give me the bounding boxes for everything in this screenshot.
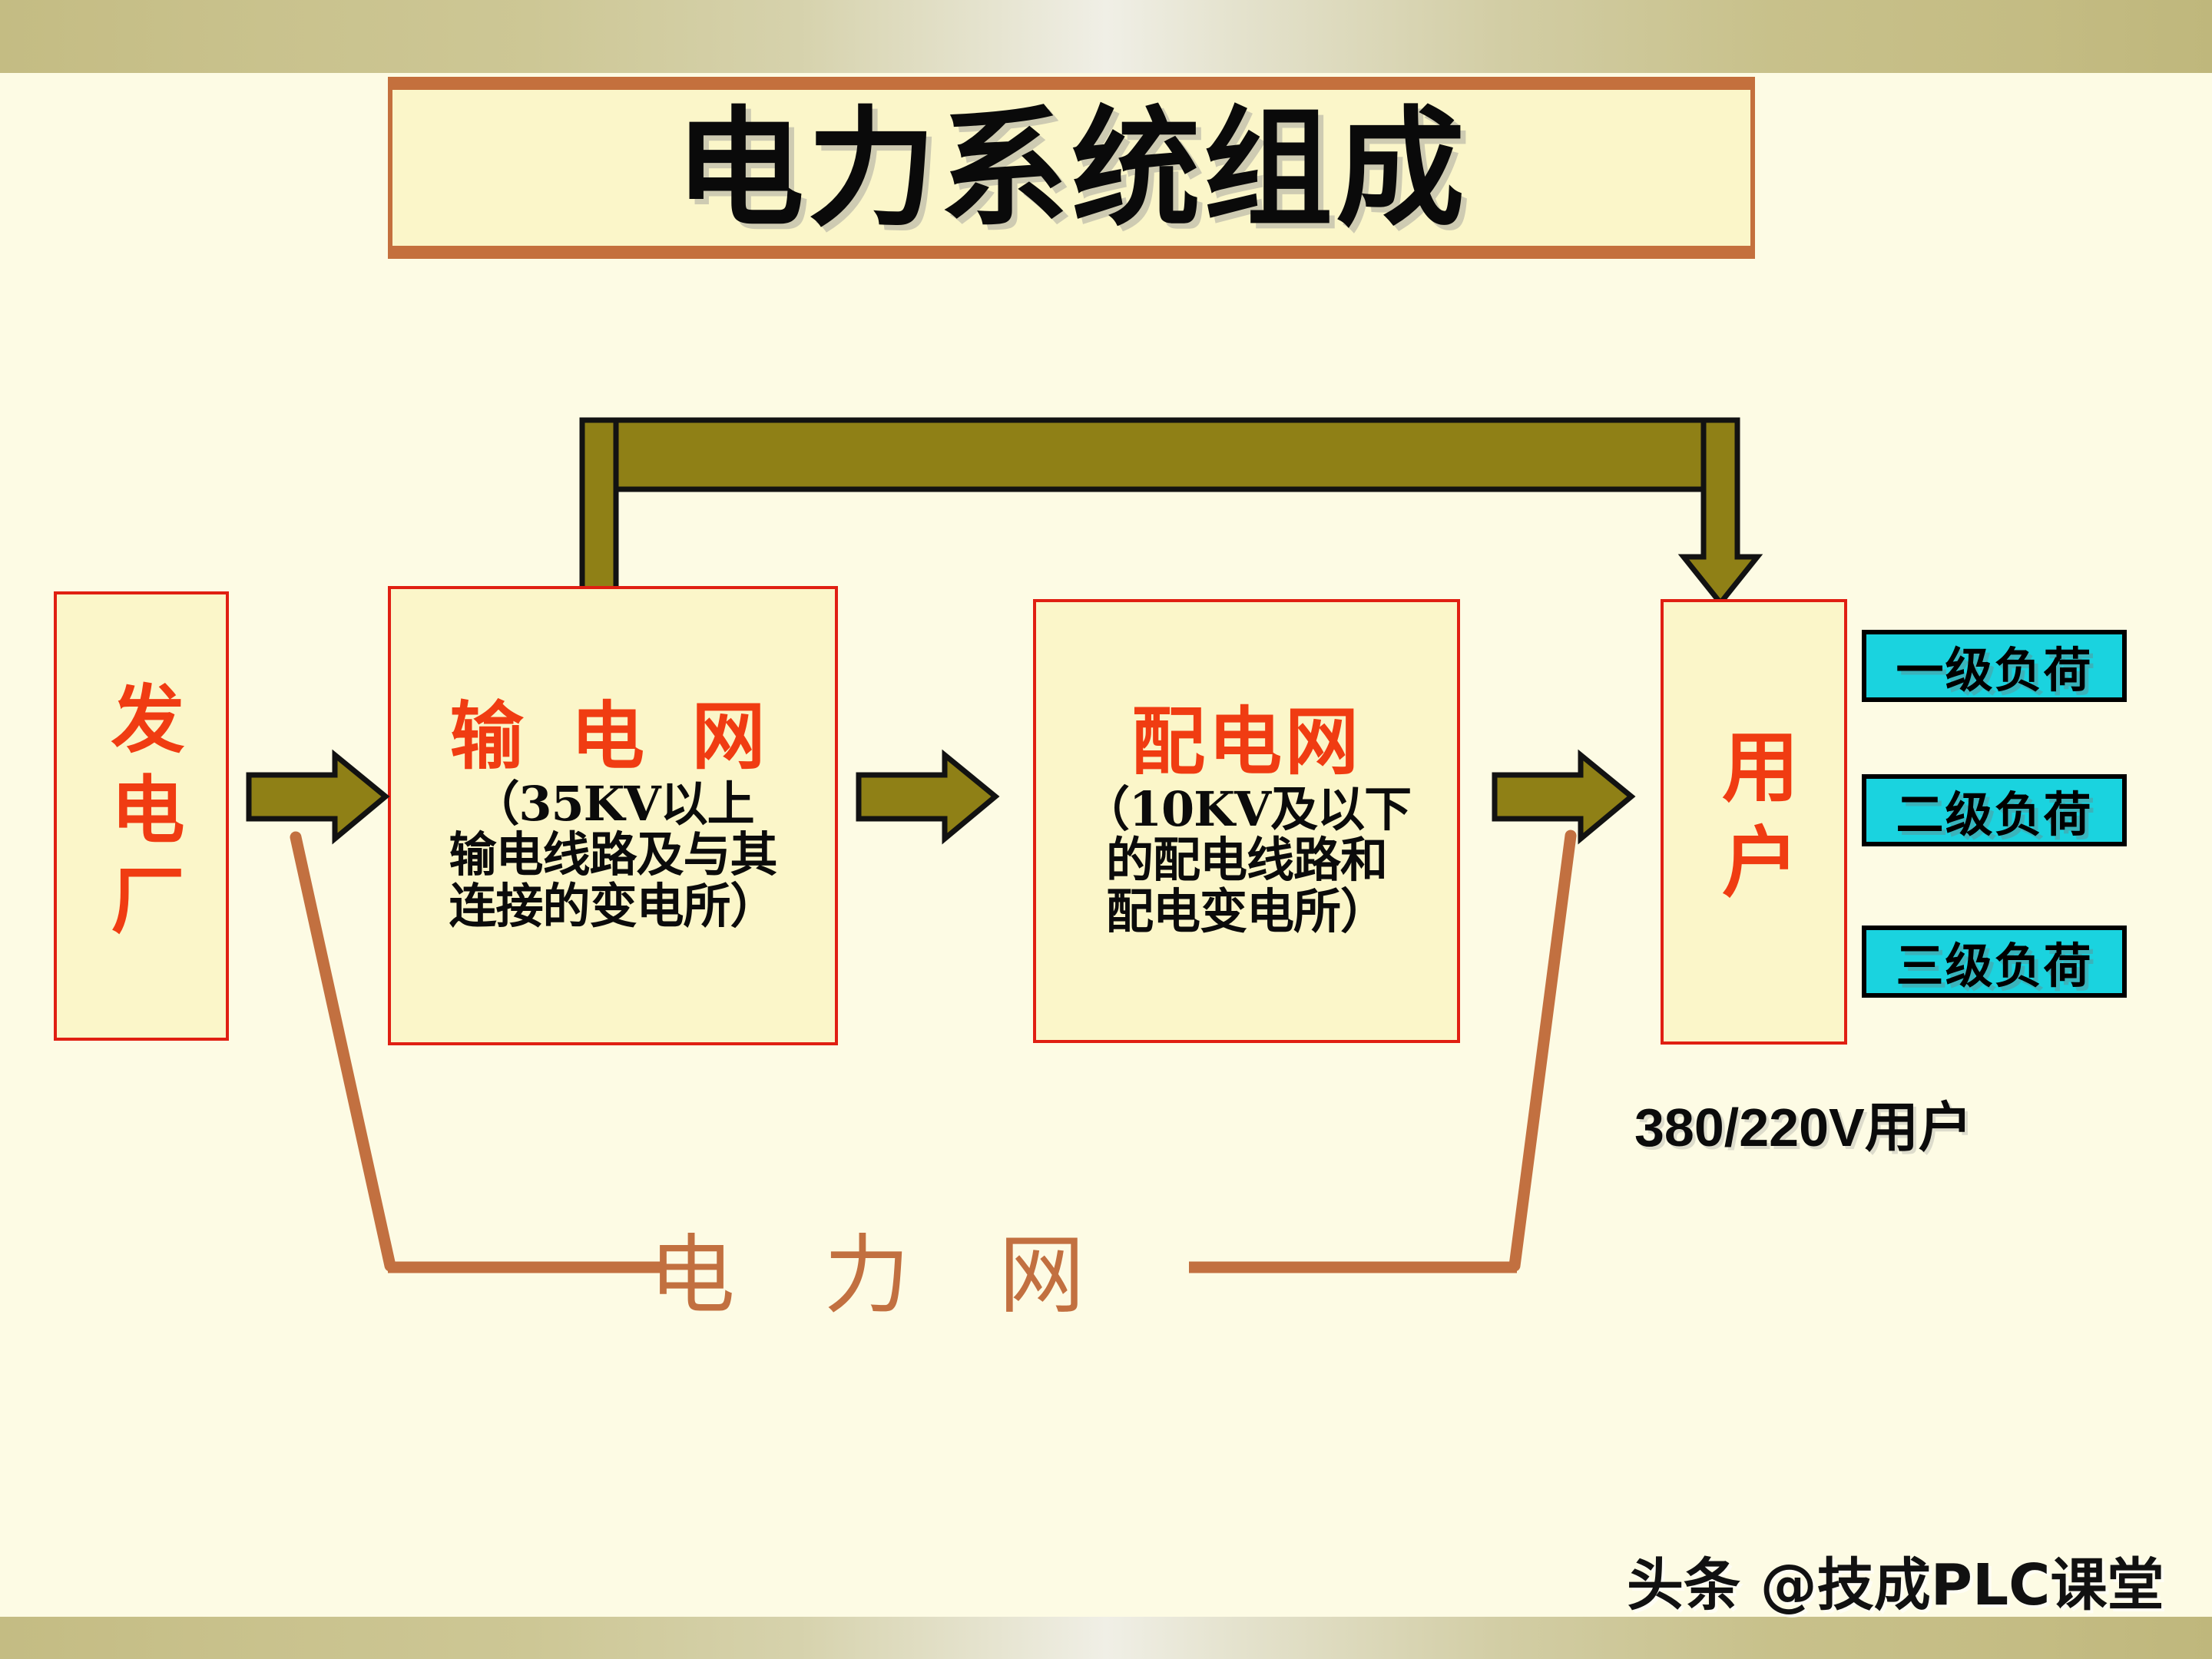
node-distribution-grid[interactable]: 配电网 （10KV及以下 的配电线路和 配电变电所） xyxy=(1033,599,1460,1043)
node-transmission-grid-desc-line2: 输电线路及与其 xyxy=(449,826,777,883)
page-title: 电力系统组成 xyxy=(675,91,1468,244)
power-grid-bracket xyxy=(230,814,1644,1290)
load-box-level-2[interactable]: 二级负荷 xyxy=(1862,774,2127,846)
node-power-plant-title: 发电厂 xyxy=(98,680,185,952)
top-decor-band xyxy=(0,0,2212,73)
title-box: 电力系统组成 xyxy=(388,77,1755,259)
node-distribution-grid-title: 配电网 xyxy=(1131,697,1362,785)
node-distribution-grid-desc-line1: （10KV及以下 xyxy=(1081,780,1412,837)
load-box-level-1[interactable]: 一级负荷 xyxy=(1862,630,2127,702)
feedback-connector xyxy=(568,373,1813,603)
node-distribution-grid-desc-line3: 配电变电所） xyxy=(1105,883,1388,940)
bottom-decor-band xyxy=(0,1617,2212,1659)
load-box-level-2-label: 二级负荷 xyxy=(1896,786,2093,843)
load-box-level-3[interactable]: 三级负荷 xyxy=(1862,926,2127,998)
node-transmission-grid-desc-line3: 连接的变电所） xyxy=(449,878,777,935)
node-power-plant[interactable]: 发电厂 xyxy=(54,591,229,1041)
load-box-level-1-label: 一级负荷 xyxy=(1896,642,2093,698)
node-transmission-grid-title: 输 电 网 xyxy=(449,692,777,780)
node-user[interactable]: 用户 xyxy=(1661,599,1847,1045)
node-user-title: 用户 xyxy=(1708,727,1800,917)
arrow-plant-to-transmission-icon xyxy=(244,749,390,845)
watermark: 头条 @技成PLC课堂 xyxy=(1627,1552,2164,1618)
grid-label: 电 力 网 xyxy=(649,1226,1116,1326)
node-transmission-grid[interactable]: 输 电 网 （35KV以上 输电线路及与其 连接的变电所） xyxy=(388,586,838,1045)
node-transmission-grid-desc-line1: （35KV以上 xyxy=(472,775,754,832)
arrow-distribution-to-user-icon xyxy=(1490,749,1636,845)
voltage-caption: 380/220V用户 xyxy=(1634,1098,1972,1157)
node-distribution-grid-desc-line2: 的配电线路和 xyxy=(1105,832,1388,889)
arrow-transmission-to-distribution-icon xyxy=(854,749,1000,845)
load-box-level-3-label: 三级负荷 xyxy=(1896,938,2093,994)
